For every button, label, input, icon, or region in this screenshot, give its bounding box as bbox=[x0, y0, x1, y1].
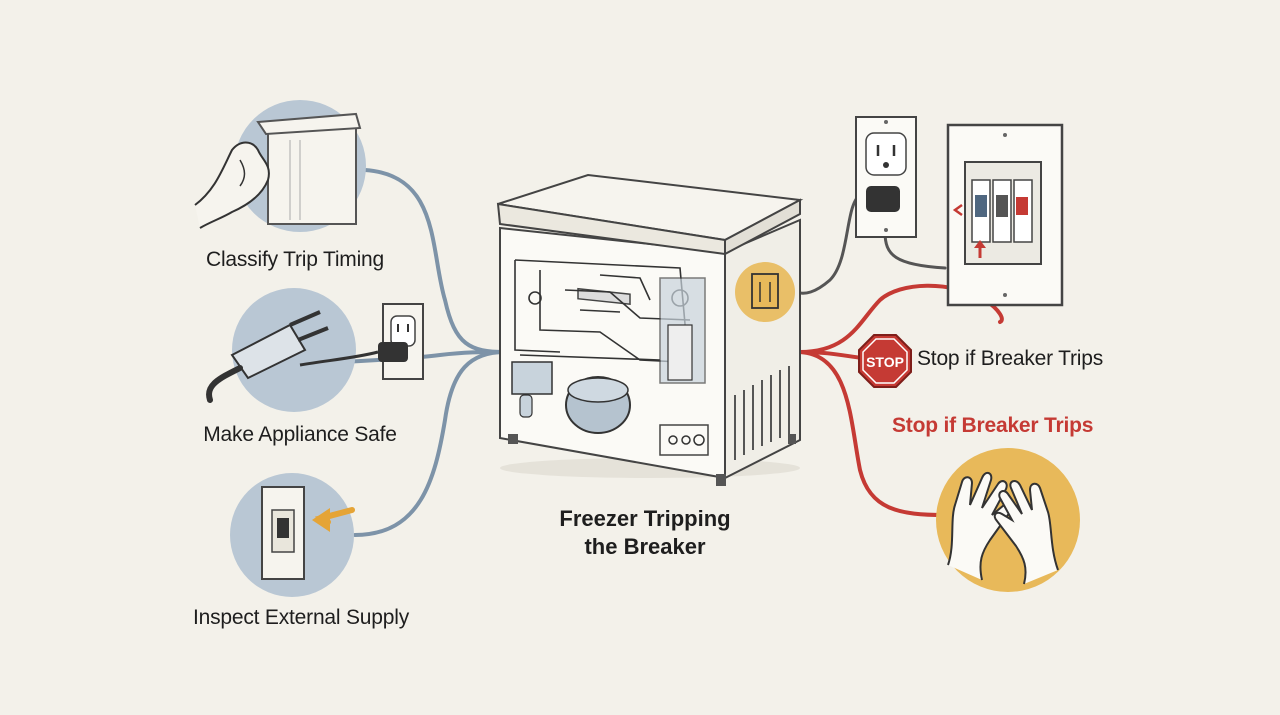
stop-sign-text: STOP bbox=[866, 354, 904, 370]
diagram-title: Freezer Tripping the Breaker bbox=[559, 505, 730, 561]
stop-sign-icon: STOP bbox=[858, 334, 912, 388]
wall-outlet-icon bbox=[855, 116, 917, 238]
step-label-inspect-external-supply: Inspect External Supply bbox=[192, 606, 410, 629]
unplugged-plug-icon bbox=[206, 288, 424, 412]
junction-box-highlight-icon bbox=[735, 262, 795, 322]
chest-freezer-illustration bbox=[496, 173, 804, 486]
diagram-title-line-1: Freezer Tripping bbox=[559, 506, 731, 531]
step-label-make-appliance-safe: Make Appliance Safe bbox=[203, 423, 397, 446]
step-label-classify-trip-timing: Classify Trip Timing bbox=[205, 248, 385, 271]
raised-hands-icon bbox=[936, 448, 1080, 592]
hand-on-freezer-lid-icon bbox=[194, 100, 366, 232]
wall-switch-icon bbox=[230, 473, 355, 597]
breaker-panel-icon bbox=[946, 123, 1064, 307]
right-connector-lines bbox=[798, 283, 1004, 517]
step-label-stop-if-breaker-trips-highlight: Stop if Breaker Trips bbox=[892, 414, 1094, 437]
diagram-title-line-2: the Breaker bbox=[584, 534, 706, 559]
step-label-stop-if-breaker-trips: Stop if Breaker Trips bbox=[917, 347, 1104, 370]
